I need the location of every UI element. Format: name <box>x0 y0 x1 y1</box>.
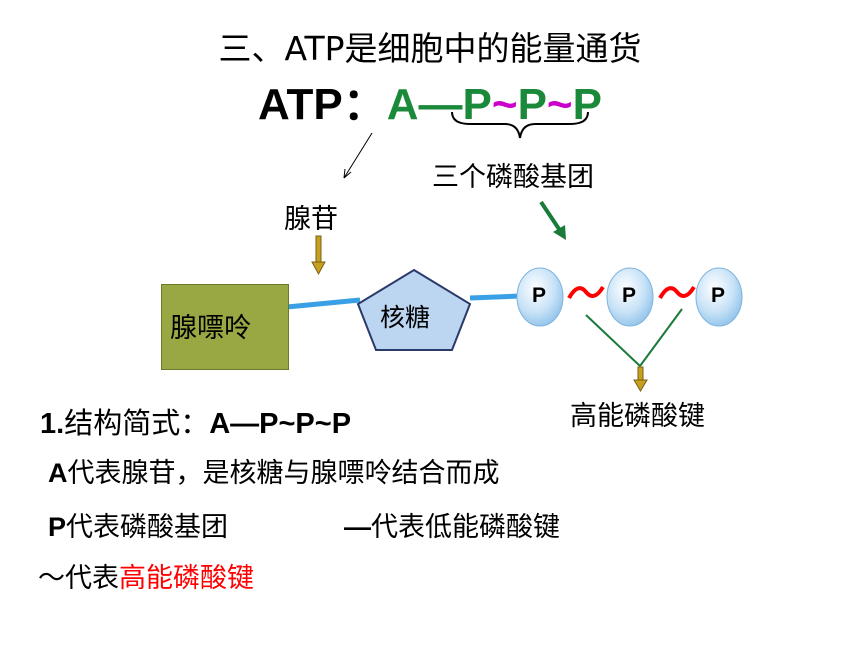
definition-tilde-text: 代表 <box>65 563 119 594</box>
heading-formula: A—P~P~P <box>209 408 352 440</box>
phosphate-groups-label: 三个磷酸基团 <box>432 162 594 193</box>
adenosine-arrow-head <box>311 261 326 276</box>
definition-a-text: 代表腺苷，是核糖与腺嘌呤结合而成 <box>67 458 500 489</box>
definition-dash-symbol: — <box>344 512 371 542</box>
phosphate-arrow-head <box>553 225 566 240</box>
phosphate-circle-2 <box>606 267 654 327</box>
phosphate-brace <box>451 111 589 139</box>
formula-phosphate-2: P <box>517 80 547 129</box>
high-energy-tilde-1 <box>567 285 605 300</box>
adenine-ribose-link <box>286 297 361 310</box>
phosphate-label-3: P <box>711 284 726 307</box>
definition-p: P代表磷酸基团 <box>48 505 228 544</box>
formula-tilde-2: ~ <box>546 80 573 129</box>
ribose-phosphate-link <box>469 293 521 301</box>
adenosine-pointer-head <box>343 168 352 179</box>
adenine-label: 腺嘌呤 <box>170 313 251 344</box>
bond-line-right <box>639 308 683 367</box>
adenosine-label: 腺苷 <box>284 204 338 235</box>
definition-tilde: ～代表高能磷酸键 <box>38 556 254 595</box>
formula-adenosine-phosphate: A—P <box>386 80 492 129</box>
phosphate-label-1: P <box>532 284 547 307</box>
ribose-pentagon <box>356 268 472 351</box>
definition-tilde-symbol: ～ <box>38 563 65 594</box>
definition-a-letter: A <box>48 458 68 488</box>
definition-dash-text: 代表低能磷酸键 <box>371 512 560 543</box>
structure-heading: 1.结构简式：A—P~P~P <box>40 400 351 442</box>
formula-tilde-1: ~ <box>491 80 518 129</box>
formula-prefix: ATP： <box>258 80 387 129</box>
high-energy-tilde-2 <box>658 285 696 300</box>
bond-line-left <box>585 314 641 367</box>
high-energy-bond-label: 高能磷酸键 <box>570 401 705 432</box>
ribose-label: 核糖 <box>380 303 431 332</box>
definition-a: A代表腺苷，是核糖与腺嘌呤结合而成 <box>48 451 500 490</box>
definition-dash: —代表低能磷酸键 <box>344 505 560 544</box>
definition-p-letter: P <box>48 512 67 542</box>
page-title: 三、ATP是细胞中的能量通货 <box>218 29 642 68</box>
definition-tilde-highlight: 高能磷酸键 <box>119 563 254 594</box>
definition-p-text: 代表磷酸基团 <box>66 512 229 543</box>
adenine-box <box>161 284 289 370</box>
bond-arrow-shaft <box>637 366 644 382</box>
heading-number: 1. <box>40 408 65 440</box>
bond-arrow-head <box>633 379 648 392</box>
phosphate-circle-1 <box>516 267 564 327</box>
heading-text: 结构简式： <box>64 406 210 440</box>
atp-formula: ATP：A—P~P~P <box>0 68 860 132</box>
formula-phosphate-3: P <box>572 80 602 129</box>
phosphate-label-2: P <box>622 284 637 307</box>
adenosine-pointer-line <box>343 132 373 179</box>
phosphate-arrow-line <box>539 200 563 234</box>
phosphate-circle-3 <box>695 267 743 327</box>
adenosine-arrow-shaft <box>315 235 322 265</box>
